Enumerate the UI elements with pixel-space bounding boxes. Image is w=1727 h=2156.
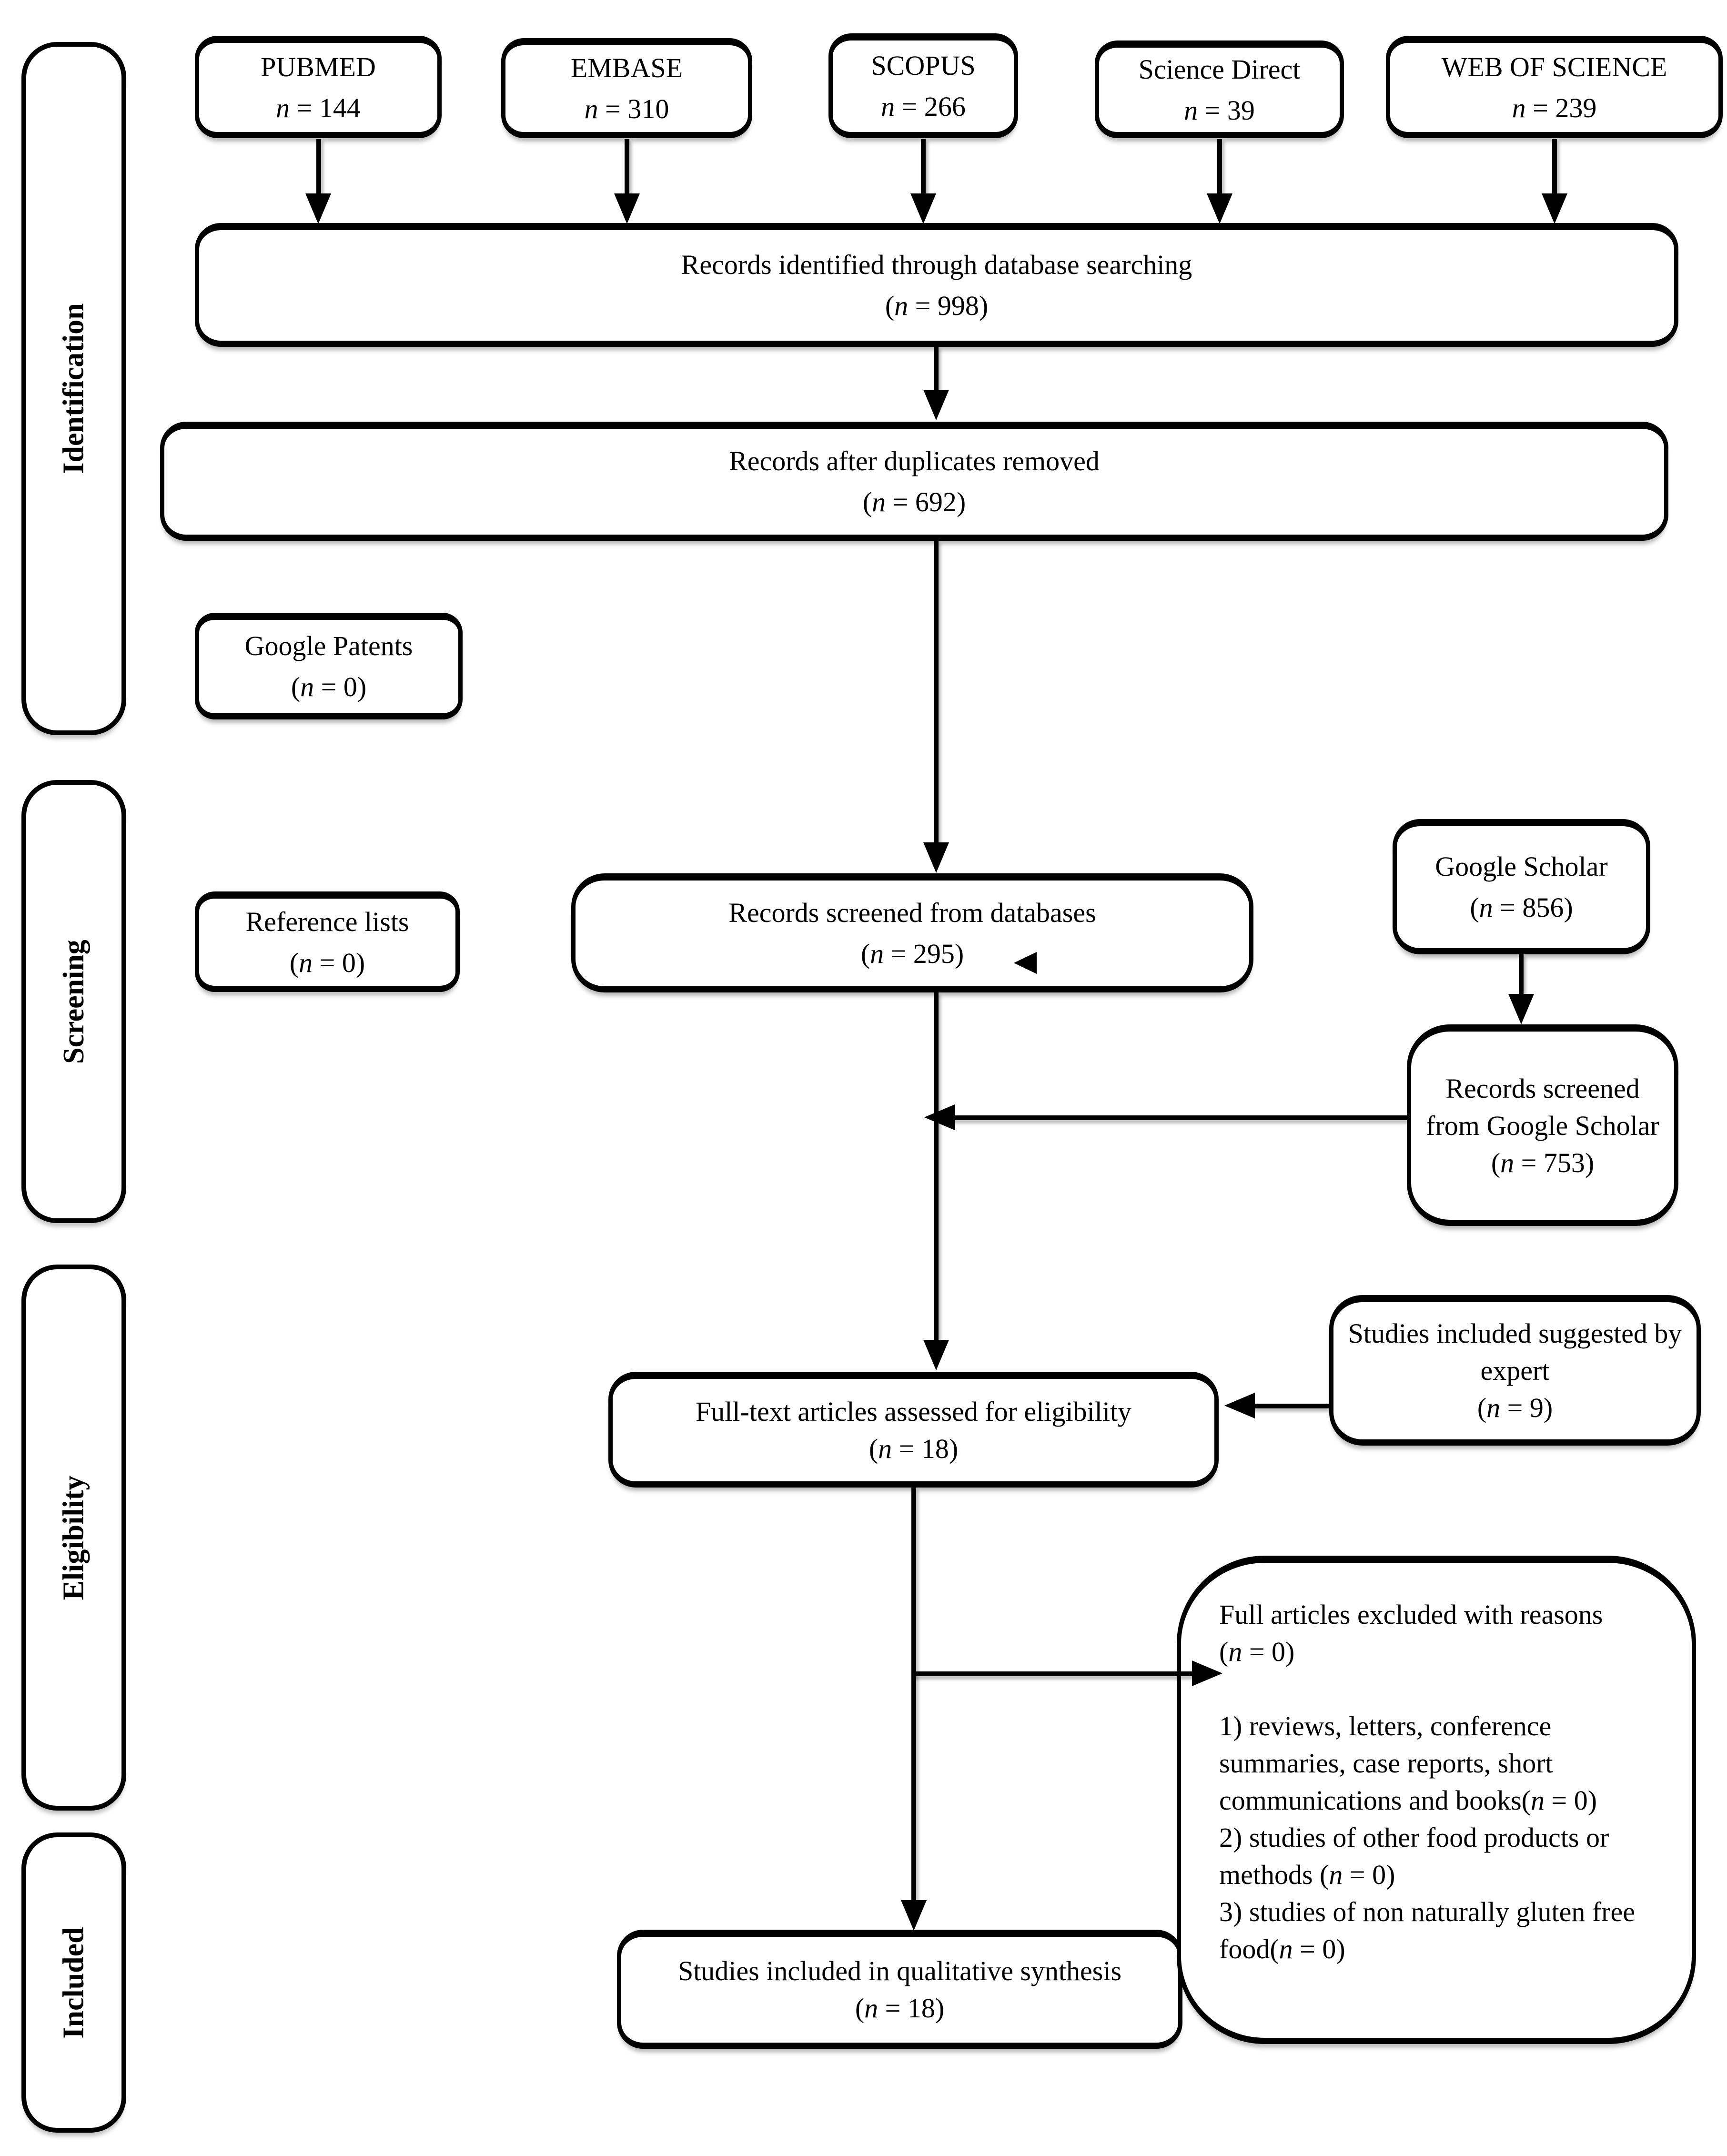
box-qualitative-synthesis: Studies included in qualitative synthesi… [617, 1930, 1182, 2049]
stage-included: Included [21, 1832, 126, 2133]
box-screened-databases: Records screened from databases (n = 295… [571, 873, 1253, 992]
box-expert-suggested: Studies included suggested by expert (n … [1329, 1295, 1701, 1446]
reference-lists-title: Reference lists [245, 906, 409, 937]
excluded-count: (n = 0) [1219, 1636, 1295, 1667]
arrow-scopus-head [910, 193, 936, 224]
box-fullarticles-excluded: Full articles excluded with reasons (n =… [1177, 1556, 1696, 2044]
arrow-dedup-to-screened-shaft [934, 541, 939, 844]
reference-lists-count: (n = 0) [289, 947, 365, 978]
source-box-science-direct: Science Direct n = 39 [1095, 40, 1344, 138]
source-box-pubmed: PUBMED n = 144 [195, 36, 442, 138]
arrow-web-of-science-head [1542, 193, 1567, 224]
box-duplicates-removed: Records after duplicates removed (n = 69… [160, 422, 1668, 541]
source-science-direct-count: n = 39 [1184, 94, 1255, 126]
source-scopus-count: n = 266 [881, 91, 966, 122]
arrow-gs-to-screened-gs-head [1508, 994, 1534, 1024]
qualitative-synthesis-title: Studies included in qualitative synthesi… [677, 1955, 1122, 1986]
box-screened-google-scholar: Records screened from Google Scholar (n … [1407, 1024, 1678, 1226]
arrow-screened-gs-to-centre-shaft [952, 1115, 1408, 1120]
records-identified-count: (n = 998) [885, 290, 989, 321]
stage-screening-label: Screening [57, 939, 90, 1064]
arrow-identified-to-dedup-shaft [934, 347, 939, 392]
google-patents-title: Google Patents [244, 630, 413, 661]
duplicates-removed-title: Records after duplicates removed [729, 445, 1100, 476]
source-embase-name: EMBASE [570, 52, 683, 83]
box-google-patents: Google Patents (n = 0) [195, 613, 463, 719]
stage-eligibility-label: Eligibility [57, 1475, 90, 1600]
fulltext-assessed-title: Full-text articles assessed for eligibil… [696, 1396, 1131, 1427]
source-web-of-science-name: WEB OF SCIENCE [1441, 51, 1667, 82]
arrow-scopus-shaft [921, 139, 926, 195]
stage-included-label: Included [57, 1926, 90, 2039]
arrow-branch-to-excluded-shaft [914, 1671, 1196, 1676]
box-google-scholar: Google Scholar (n = 856) [1393, 819, 1650, 954]
arrow-web-of-science-shaft [1552, 139, 1557, 195]
stage-identification: Identification [21, 42, 126, 735]
stage-screening: Screening [21, 780, 126, 1223]
arrow-expert-to-fulltext-head [1224, 1393, 1255, 1418]
arrow-branch-to-excluded-head [1192, 1660, 1222, 1686]
source-scopus-name: SCOPUS [871, 50, 976, 81]
google-scholar-title: Google Scholar [1435, 851, 1608, 882]
arrow-science-direct-shaft [1217, 139, 1222, 195]
screened-databases-title: Records screened from databases [728, 897, 1096, 928]
arrow-screened-gs-to-centre-head [924, 1104, 955, 1130]
arrow-screened-to-fulltext-head [923, 1340, 949, 1370]
box-reference-lists: Reference lists (n = 0) [195, 891, 460, 992]
fulltext-assessed-count: (n = 18) [869, 1433, 959, 1464]
screened-google-scholar-count: (n = 753) [1491, 1147, 1595, 1178]
source-box-web-of-science: WEB OF SCIENCE n = 239 [1386, 36, 1723, 138]
source-box-scopus: SCOPUS n = 266 [828, 33, 1018, 138]
excluded-reasons: 1) reviews, letters, conference summarie… [1219, 1708, 1663, 1968]
duplicates-removed-count: (n = 692) [862, 486, 966, 517]
source-web-of-science-count: n = 239 [1512, 92, 1597, 123]
source-pubmed-name: PUBMED [261, 51, 376, 82]
source-science-direct-name: Science Direct [1138, 53, 1301, 85]
arrow-expert-to-fulltext-shaft [1252, 1404, 1330, 1408]
arrow-embase-shaft [625, 139, 629, 195]
arrow-pubmed-shaft [316, 139, 321, 195]
arrow-fulltext-to-qualitative-head [901, 1900, 927, 1931]
qualitative-synthesis-count: (n = 18) [855, 1993, 945, 2024]
source-pubmed-count: n = 144 [276, 92, 361, 123]
screened-google-scholar-title: Records screened from Google Scholar [1426, 1073, 1659, 1141]
arrow-dedup-to-screened-head [923, 842, 949, 873]
expert-suggested-title: Studies included suggested by expert [1348, 1318, 1682, 1386]
excluded-title: Full articles excluded with reasons [1219, 1599, 1603, 1630]
arrow-science-direct-head [1207, 193, 1232, 224]
google-patents-count: (n = 0) [291, 671, 367, 702]
arrow-fulltext-to-qualitative-shaft [911, 1488, 916, 1903]
source-box-embase: EMBASE n = 310 [501, 38, 752, 138]
arrow-screened-to-fulltext-shaft [934, 992, 939, 1342]
arrow-pubmed-head [305, 193, 331, 224]
box-fulltext-assessed: Full-text articles assessed for eligibil… [608, 1372, 1219, 1488]
excluded-reason-3: 3) studies of non naturally gluten free … [1219, 1896, 1635, 1964]
excluded-reason-1: 1) reviews, letters, conference summarie… [1219, 1711, 1597, 1816]
screened-databases-count: (n = 295) [860, 938, 964, 969]
excluded-reason-2: 2) studies of other food products or met… [1219, 1822, 1609, 1890]
left-arrowhead-marker [1014, 952, 1037, 974]
records-identified-title: Records identified through database sear… [681, 249, 1192, 280]
stage-identification-label: Identification [57, 303, 90, 474]
google-scholar-count: (n = 856) [1470, 892, 1573, 923]
arrow-embase-head [614, 193, 640, 224]
expert-suggested-count: (n = 9) [1477, 1392, 1553, 1423]
arrow-identified-to-dedup-head [923, 390, 949, 420]
source-embase-count: n = 310 [584, 93, 669, 124]
stage-eligibility: Eligibility [21, 1265, 126, 1811]
arrow-gs-to-screened-gs-shaft [1519, 954, 1524, 996]
box-records-identified: Records identified through database sear… [195, 223, 1678, 347]
